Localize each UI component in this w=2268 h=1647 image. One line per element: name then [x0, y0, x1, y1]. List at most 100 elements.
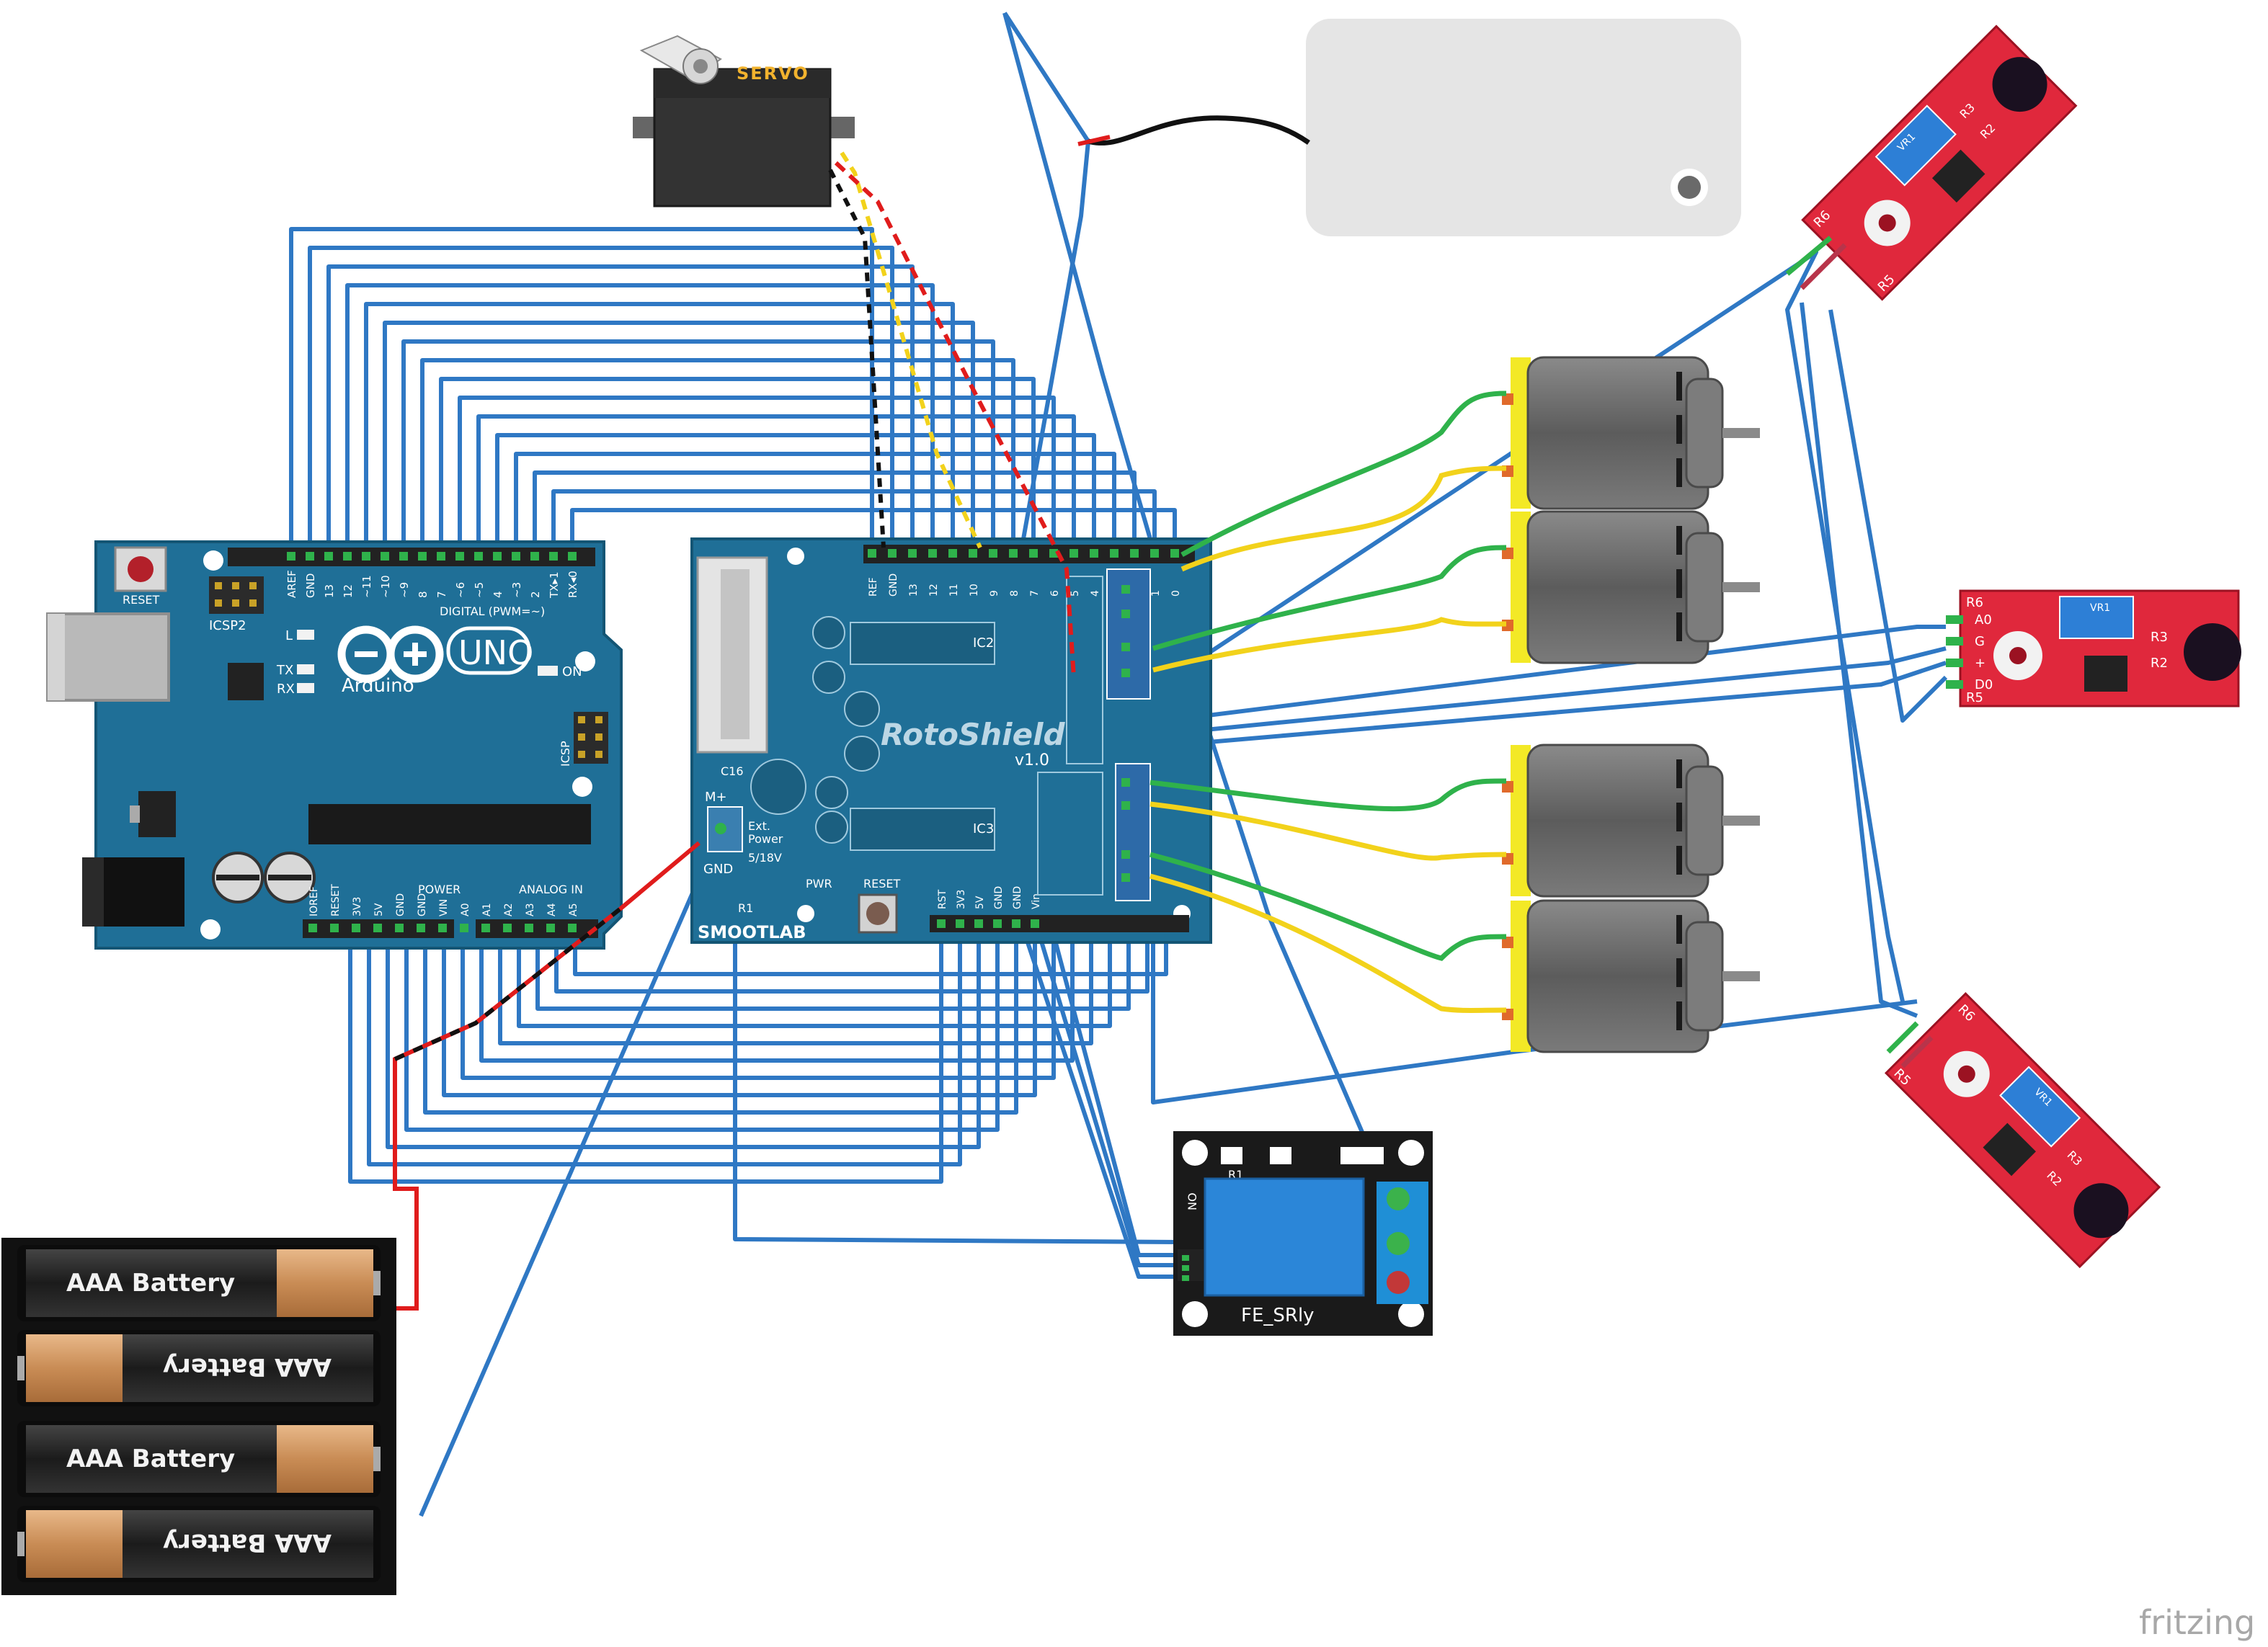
motor-terminal-b [1115, 763, 1151, 901]
ext-power-line1: Ext. [748, 819, 770, 833]
digital-label: DIGITAL (PWM=~) [440, 604, 545, 618]
led-l-label: L [285, 628, 293, 643]
blue-wire-digital-8 [439, 377, 1036, 556]
icsp2-label: ICSP2 [209, 618, 246, 633]
blue-wire-relay-vcc [1036, 929, 1182, 1267]
aaa-battery-1: AAA Battery [17, 1245, 381, 1321]
svg-text:D0: D0 [1975, 677, 1993, 692]
svg-text:1: 1 [1150, 590, 1162, 597]
blue-wire-digital-5 [383, 321, 975, 556]
shield-name: RotoShield [881, 717, 1065, 752]
blue-wire-digital-4 [364, 302, 955, 556]
blue-wire-digital-13 [533, 470, 1137, 556]
motor2-green-lead [1152, 545, 1507, 651]
arduino-logo [337, 625, 444, 683]
relay-module: R1 NO FE_SRly [1173, 1131, 1433, 1336]
pwr-label: PWR [806, 877, 832, 891]
ext-power-line2: Power [748, 832, 783, 846]
blue-wire-analog-12 [573, 924, 1168, 976]
aaa-battery-4: AAA Battery [17, 1506, 381, 1582]
motor4-green-lead [1149, 852, 1507, 961]
blue-wire-analog-2 [386, 924, 981, 1149]
dc-motor-2 [1502, 510, 1760, 664]
ir-top-stub-green [1785, 236, 1833, 276]
power-device-lead [1088, 115, 1310, 146]
svg-text:A1: A1 [481, 903, 493, 916]
dc-motor-3 [1502, 744, 1760, 898]
blue-wire-analog-4 [423, 924, 1018, 1115]
svg-text:3V3: 3V3 [352, 897, 363, 916]
blue-wire-battery-neg [419, 827, 723, 1517]
ic2-label: IC2 [973, 635, 994, 651]
battery-pack-device [1306, 19, 1741, 236]
svg-text:7: 7 [435, 591, 448, 598]
blue-wire-analog-6 [461, 924, 1056, 1080]
reset-button[interactable] [128, 556, 154, 582]
shield-maker: SMOOTLAB [698, 922, 806, 942]
motor3-yellow-lead [1149, 801, 1507, 861]
r1-label: R1 [738, 901, 753, 915]
dc-motor-1 [1502, 356, 1760, 510]
battery-label-2: AAA Battery [163, 1352, 332, 1381]
motor4-yellow-lead [1149, 873, 1507, 1013]
ir-bottom-stub-green [1886, 1021, 1919, 1054]
aaa-battery-2: AAA Battery [17, 1330, 381, 1406]
analog-header [476, 919, 598, 938]
ir-bottom-stub-red [1900, 1035, 1934, 1068]
svg-text:4: 4 [1090, 590, 1101, 597]
svg-text:AREF: AREF [285, 570, 298, 598]
svg-text:G: G [1975, 634, 1985, 649]
svg-text:~3: ~3 [510, 582, 523, 598]
blue-wire-digital-15 [570, 508, 1177, 556]
svg-text:A2: A2 [503, 903, 515, 916]
svg-text:12: 12 [342, 584, 355, 598]
rotoshield-board: IC2 IC3 C16 RotoShield v1.0 M+ GND Ext. … [690, 537, 1212, 944]
relay-no-label: NO [1186, 1192, 1199, 1210]
board-model: UNO [458, 633, 533, 672]
svg-text:13: 13 [323, 584, 336, 598]
svg-text:0: 0 [1170, 590, 1182, 597]
svg-text:GND: GND [888, 573, 899, 597]
motor1-green-lead [1180, 390, 1507, 558]
svg-text:5V: 5V [373, 903, 385, 916]
c16-label: C16 [721, 764, 744, 778]
svg-text:13: 13 [908, 584, 920, 597]
shield-top-pin-labels: REFGND131211109876543210 [868, 549, 1182, 597]
aaa-battery-3: AAA Battery [17, 1421, 381, 1497]
ic3-label: IC3 [973, 821, 994, 836]
svg-text:~10: ~10 [379, 575, 392, 598]
digital-header [228, 548, 595, 566]
svg-text:12: 12 [928, 584, 940, 597]
svg-text:5: 5 [1069, 590, 1081, 597]
svg-text:RST: RST [937, 889, 948, 909]
svg-text:3V3: 3V3 [956, 890, 967, 909]
shield-reset-button[interactable] [866, 902, 889, 925]
svg-text:6: 6 [1049, 590, 1061, 597]
svg-text:GND: GND [993, 886, 1005, 909]
svg-text:~5: ~5 [473, 582, 486, 598]
svg-text:A5: A5 [568, 903, 579, 916]
colored-wires [393, 115, 1310, 1311]
svg-text:+: + [1975, 656, 1985, 671]
svg-text:A0: A0 [1975, 612, 1992, 628]
usb-port [46, 612, 170, 702]
svg-text:A4: A4 [546, 903, 558, 916]
ir-right-r5: R5 [1966, 690, 1983, 705]
svg-text:TX▸1: TX▸1 [548, 571, 561, 599]
ir-right-vr1: VR1 [2090, 602, 2110, 614]
svg-text:~9: ~9 [398, 582, 411, 598]
relay-label: FE_SRly [1241, 1305, 1315, 1326]
blue-wire-digital-0 [289, 227, 874, 556]
blue-wire-analog-0 [348, 924, 943, 1184]
ir-sensor-right: A0G+D0 R6 R5 R3 R2 VR1 [1946, 589, 2241, 708]
voltage-label: 5/18V [748, 851, 782, 865]
shield-version: v1.0 [1015, 751, 1049, 769]
svg-text:RESET: RESET [330, 884, 342, 916]
svg-text:5V: 5V [974, 896, 986, 909]
blue-wire-digital-14 [551, 489, 1157, 556]
blue-wire-relay-in [1021, 929, 1182, 1279]
ir-top-stub-red [1800, 243, 1847, 290]
ir-right-r2: R2 [2151, 656, 2168, 671]
